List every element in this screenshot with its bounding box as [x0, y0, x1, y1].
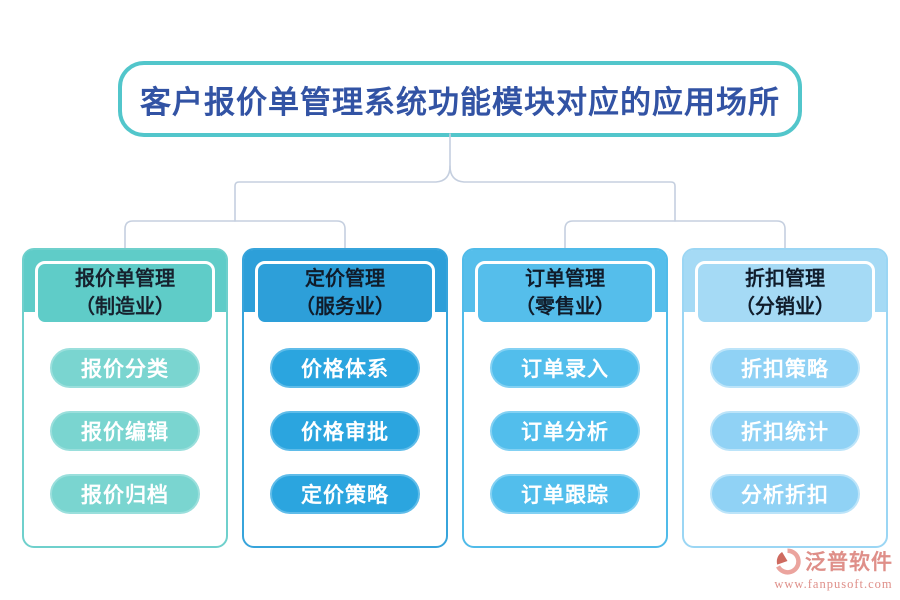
- module-item: 价格审批: [270, 411, 420, 451]
- module-item: 订单跟踪: [490, 474, 640, 514]
- module-item: 折扣统计: [710, 411, 860, 451]
- vendor-url: www.fanpusoft.com: [774, 577, 893, 591]
- column-header-title: 折扣管理: [745, 268, 825, 290]
- diagram-title-node: 客户报价单管理系统功能模块对应的应用场所: [118, 61, 802, 137]
- page-title: 客户报价单管理系统功能模块对应的应用场所: [140, 84, 780, 120]
- column-header-subtitle: （分销业）: [735, 296, 835, 318]
- module-item: 报价归档: [50, 474, 200, 514]
- column-header-title: 报价单管理: [75, 268, 175, 290]
- column-pricing-management: 定价管理 （服务业） 价格体系 价格审批 定价策略: [242, 248, 448, 548]
- module-item: 价格体系: [270, 348, 420, 388]
- column-header: 订单管理 （零售业）: [475, 261, 655, 325]
- vendor-name: 泛普软件: [805, 550, 893, 574]
- column-order-management: 订单管理 （零售业） 订单录入 订单分析 订单跟踪: [462, 248, 668, 548]
- module-item: 报价编辑: [50, 411, 200, 451]
- column-header: 报价单管理 （制造业）: [35, 261, 215, 325]
- column-header-subtitle: （制造业）: [75, 296, 175, 318]
- column-header: 折扣管理 （分销业）: [695, 261, 875, 325]
- module-item: 报价分类: [50, 348, 200, 388]
- module-item: 订单录入: [490, 348, 640, 388]
- module-item: 折扣策略: [710, 348, 860, 388]
- column-quotation-management: 报价单管理 （制造业） 报价分类 报价编辑 报价归档: [22, 248, 228, 548]
- column-header-title: 订单管理: [525, 268, 605, 290]
- column-header: 定价管理 （服务业）: [255, 261, 435, 325]
- module-item: 订单分析: [490, 411, 640, 451]
- module-item: 定价策略: [270, 474, 420, 514]
- module-item: 分析折扣: [710, 474, 860, 514]
- column-header-subtitle: （零售业）: [515, 296, 615, 318]
- column-header-title: 定价管理: [305, 268, 385, 290]
- fanpu-logo-icon: [776, 547, 801, 574]
- column-discount-management: 折扣管理 （分销业） 折扣策略 折扣统计 分析折扣: [682, 248, 888, 548]
- vendor-watermark: 泛普软件 www.fanpusoft.com: [774, 546, 893, 592]
- column-header-subtitle: （服务业）: [295, 296, 395, 318]
